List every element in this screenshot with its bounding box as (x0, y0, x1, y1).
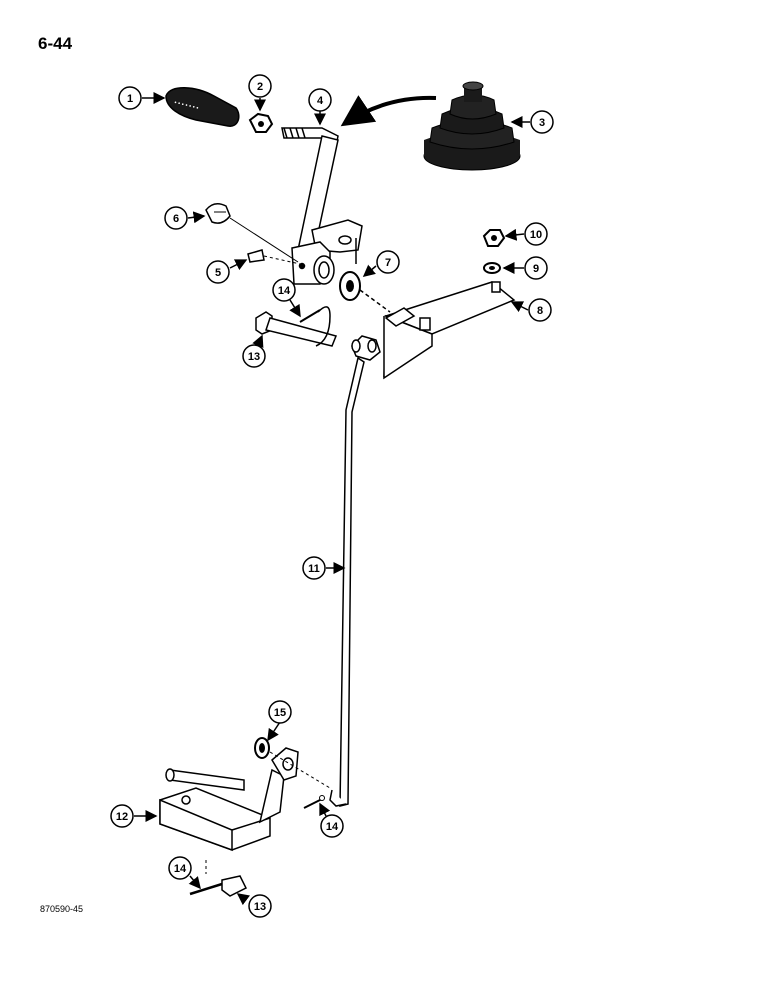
part-10-nut (482, 229, 506, 247)
part-13-pin-lower (205, 860, 248, 897)
svg-text:3: 3 (539, 117, 545, 129)
figure-code: 870590-45 (40, 904, 84, 914)
callout-6: 6 (164, 206, 188, 230)
part-7-washer (339, 271, 361, 301)
part-9-lockwasher (483, 262, 501, 274)
assembly-arrow (340, 95, 437, 127)
svg-text:5: 5 (215, 267, 221, 279)
part-14-cotter-mid (303, 795, 325, 809)
svg-text:13: 13 (254, 901, 266, 913)
callout-14-lower: 14 (168, 856, 192, 880)
callout-10: 10 (524, 222, 548, 246)
svg-text:13: 13 (248, 351, 260, 363)
callout-12: 12 (110, 804, 134, 828)
svg-text:1: 1 (127, 93, 133, 105)
svg-text:4: 4 (317, 95, 324, 107)
svg-text:9: 9 (533, 263, 539, 275)
callout-9: 9 (524, 256, 548, 280)
callout-13-upper: 13 (242, 344, 266, 368)
svg-text:14: 14 (174, 863, 187, 875)
part-3-boot (423, 81, 521, 171)
svg-text:• • • • • • •: • • • • • • • (174, 100, 199, 112)
callout-5: 5 (206, 260, 230, 284)
part-6-clip (205, 203, 299, 263)
svg-text:14: 14 (326, 821, 339, 833)
callout-1: 1 (118, 86, 142, 110)
part-4-lever (281, 127, 363, 285)
svg-text:15: 15 (274, 707, 286, 719)
part-12-pedal (159, 747, 299, 852)
svg-text:10: 10 (530, 229, 542, 241)
callout-14-upper: 14 (272, 278, 296, 302)
part-14-cotter-upper (299, 306, 331, 347)
callout-7: 7 (376, 250, 400, 274)
svg-text:7: 7 (385, 257, 391, 269)
svg-text:14: 14 (278, 285, 291, 297)
callout-8: 8 (528, 298, 552, 322)
part-5-setscrew (247, 249, 301, 265)
callout-11: 11 (302, 556, 326, 580)
part-14-cotter-lower (189, 882, 223, 896)
callout-4: 4 (308, 88, 332, 112)
callout-3: 3 (530, 110, 554, 134)
svg-text:6: 6 (173, 213, 179, 225)
part-13-pin-upper (255, 311, 338, 347)
part-2-nut (248, 112, 274, 133)
part-8-bracket (355, 238, 516, 380)
callout-15: 15 (268, 700, 292, 724)
svg-text:11: 11 (308, 563, 320, 575)
svg-text:2: 2 (257, 81, 263, 93)
callout-13-lower: 13 (248, 894, 272, 918)
svg-text:8: 8 (537, 305, 543, 317)
part-1-knob: • • • • • • • (165, 87, 240, 127)
callout-14-mid: 14 (320, 814, 344, 838)
svg-text:12: 12 (116, 811, 128, 823)
callout-leaders (134, 92, 530, 906)
part-11-rod (329, 335, 381, 807)
page-number: 6-44 (38, 34, 73, 53)
callout-2: 2 (248, 74, 272, 98)
part-15-washer (254, 737, 331, 789)
